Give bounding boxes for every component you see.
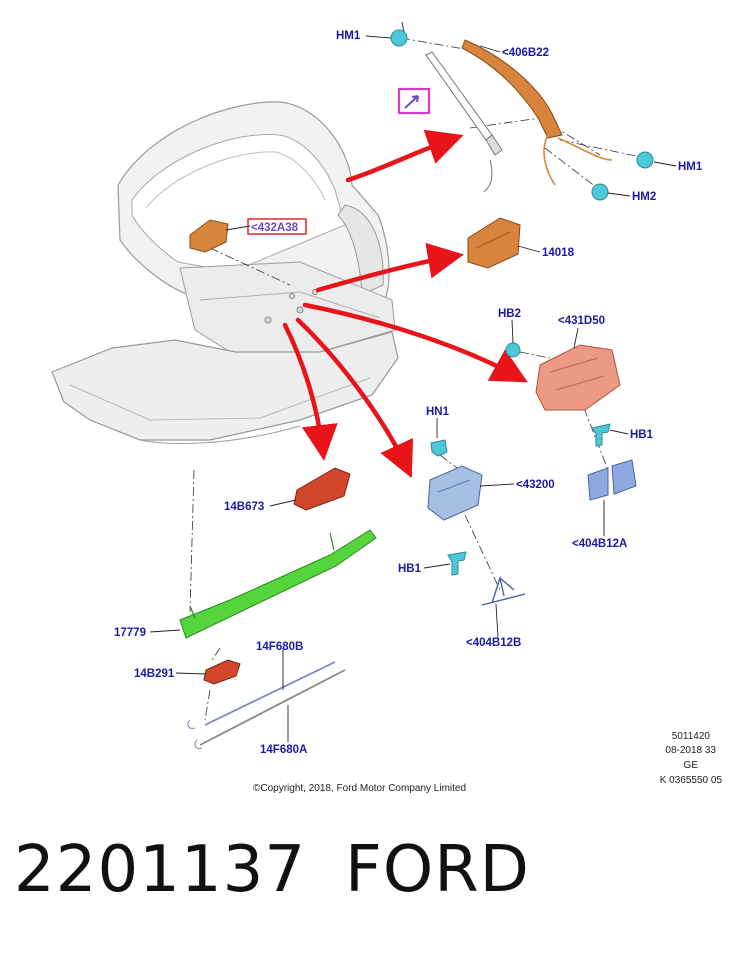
fastener-hb2 bbox=[505, 342, 521, 358]
callout-hm1-top: HM1 bbox=[336, 30, 361, 42]
part-404b12b bbox=[481, 575, 526, 606]
fastener-hm1-top bbox=[390, 21, 408, 47]
callout-hb1-right: HB1 bbox=[630, 429, 654, 441]
part-14b291 bbox=[203, 659, 241, 685]
callout-14b291: 14B291 bbox=[134, 668, 175, 680]
callout-14018: 14018 bbox=[542, 247, 575, 259]
callout-43200: <43200 bbox=[516, 479, 555, 491]
callout-404b12b: <404B12B bbox=[466, 637, 521, 649]
callout-432a38-box bbox=[247, 218, 307, 235]
ref-code-2: 08-2018 33 bbox=[665, 745, 716, 756]
callout-hm2: HM2 bbox=[632, 191, 656, 203]
copyright-notice: ©Copyright, 2018, Ford Motor Company Lim… bbox=[253, 783, 466, 794]
callout-431d50: <431D50 bbox=[558, 315, 605, 327]
part-17779 bbox=[179, 529, 377, 639]
part-43200 bbox=[427, 465, 483, 521]
part-14b673 bbox=[293, 467, 351, 511]
callout-hb2: HB2 bbox=[498, 308, 521, 320]
ref-code-1: 5011420 bbox=[672, 731, 711, 742]
highlight-box bbox=[397, 87, 431, 115]
cables-14f680 bbox=[187, 661, 346, 749]
part-14018 bbox=[467, 217, 521, 269]
red-arrows bbox=[282, 129, 528, 479]
label-leaders bbox=[149, 35, 677, 742]
callout-14f680a: 14F680A bbox=[260, 744, 307, 756]
harness-406b22 bbox=[461, 39, 613, 186]
callout-432a38: <432A38 bbox=[251, 222, 299, 234]
callout-14f680b: 14F680B bbox=[256, 641, 303, 653]
part-431d50 bbox=[535, 344, 621, 411]
callout-406b22: <406B22 bbox=[502, 47, 549, 59]
vehicle-rear-body bbox=[51, 101, 399, 444]
reference-codes: 5011420 08-2018 33 GE K 0365550 05 bbox=[660, 731, 723, 786]
fastener-hm1-right bbox=[636, 151, 654, 169]
gas-strut bbox=[425, 51, 503, 193]
callout-17779: 17779 bbox=[114, 627, 146, 639]
callout-hm1-right: HM1 bbox=[678, 161, 703, 173]
fastener-hn1 bbox=[430, 439, 448, 457]
part-number: 2201137 bbox=[14, 833, 307, 907]
callout-404b12a: <404B12A bbox=[572, 538, 627, 550]
fastener-hb1-right bbox=[591, 423, 611, 447]
fastener-hb1-left bbox=[447, 551, 467, 576]
ref-code-3: GE bbox=[684, 760, 699, 771]
brand-name: FORD bbox=[345, 833, 530, 907]
callout-14b673: 14B673 bbox=[224, 501, 264, 513]
callout-hn1: HN1 bbox=[426, 406, 450, 418]
part-404b12a bbox=[587, 459, 637, 501]
ref-code-4: K 0365550 05 bbox=[660, 775, 723, 786]
fastener-hm2 bbox=[591, 183, 609, 201]
callout-labels: HM1 <406B22 HM1 HM2 <432A38 14018 HB2 <4… bbox=[114, 30, 703, 756]
callout-hb1-left: HB1 bbox=[398, 563, 422, 575]
part-432a38 bbox=[189, 219, 229, 253]
